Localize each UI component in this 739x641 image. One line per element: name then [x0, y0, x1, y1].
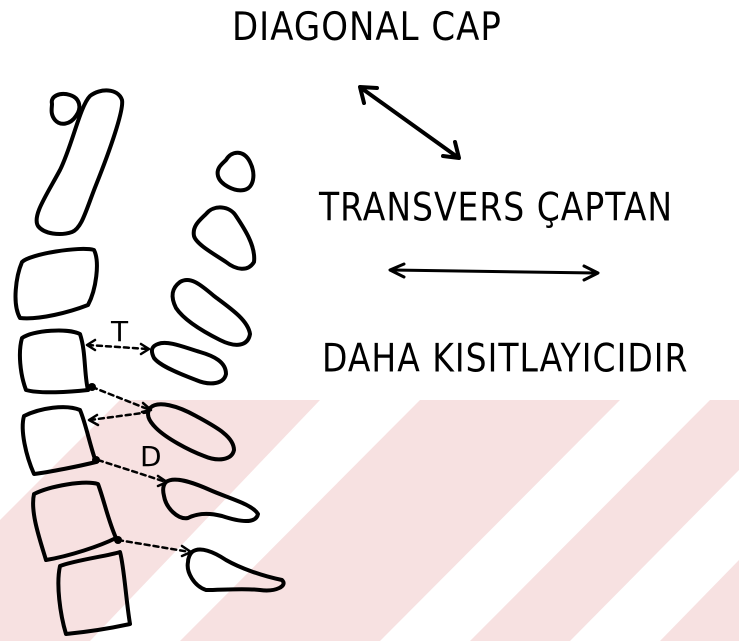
vertebra-body-4	[33, 483, 116, 560]
vertebra-body-2	[20, 331, 88, 393]
facet-shape-2	[194, 207, 255, 268]
dashed-arrows	[88, 345, 190, 552]
vertebra-long-body	[37, 90, 123, 234]
diagonal-double-arrow	[360, 87, 459, 158]
facet-shape-1	[218, 153, 254, 191]
facet-shape-4	[152, 343, 226, 383]
facet-shape-3	[173, 280, 250, 345]
facet-shape-6	[163, 480, 258, 521]
facet-shape-7	[188, 550, 284, 591]
marker-t: T	[111, 318, 128, 346]
vertebra-body-1	[16, 249, 97, 318]
vertebra-body-3	[23, 407, 96, 474]
horizontal-double-arrow	[390, 264, 598, 280]
marker-d: D	[140, 443, 162, 471]
more-restrictive-label: DAHA KISITLAYICIDIR	[322, 338, 688, 378]
transverse-diameter-label: TRANSVERS ÇAPTAN	[319, 187, 673, 227]
diagonal-cap-label: DIAGONAL CAP	[232, 8, 502, 47]
vertebra-top-cap	[52, 94, 80, 124]
vertebra-body-5	[58, 552, 130, 634]
